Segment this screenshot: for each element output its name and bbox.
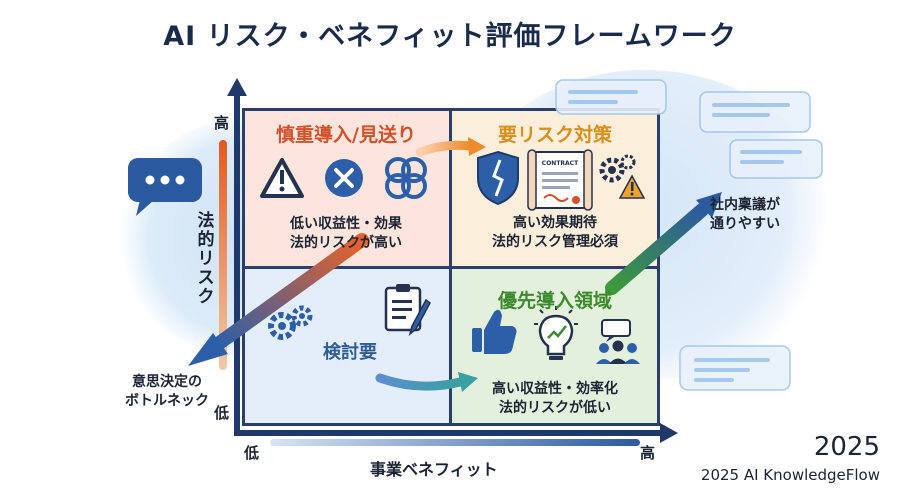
bottleneck-annotation: 意思決定の ボトルネック: [112, 373, 222, 411]
contract-document-icon: [527, 149, 593, 211]
orange-arrow-to-risk-measure: [415, 137, 486, 157]
broken-shield-icon: [477, 150, 519, 206]
desc-line: 法的リスクが高い: [290, 235, 402, 251]
quadrant-title-cautious: 慎重導入/見送り: [276, 124, 416, 146]
blue-arrow-to-priority: [375, 372, 478, 392]
x-axis-title: 事業ベネフィット: [370, 460, 498, 479]
y-axis-low-label: 低: [214, 404, 230, 422]
matrix-divider-horizontal: [242, 266, 660, 269]
team-discussion-icon: [596, 319, 640, 364]
annotation-line: ボトルネック: [125, 393, 209, 409]
y-axis-arrowhead: [227, 78, 247, 96]
chat-bubble-icon-left: [128, 158, 202, 216]
x-axis-arrowhead: [660, 423, 678, 443]
y-axis-title-char: 法: [197, 211, 215, 231]
x-axis-line: [236, 430, 662, 436]
lightbulb-growth-icon: [534, 306, 578, 360]
desc-line: 高い収益性・効率化: [492, 381, 618, 397]
annotation-line: 意思決定の: [132, 374, 202, 390]
y-axis-title-char: 的: [197, 230, 215, 250]
y-axis: [219, 78, 247, 436]
bottleneck-arrow: [188, 233, 369, 366]
quadrant-title-priority: 優先導入領域: [497, 290, 612, 312]
quadrant-desc-cautious: 低い収益性・効果 法的リスクが高い: [242, 215, 450, 253]
x-axis-gradient-bar: [270, 439, 640, 446]
y-axis-title-char: リ: [197, 249, 215, 269]
desc-line: 高い効果期待: [513, 215, 597, 231]
warning-icon: [260, 158, 304, 198]
y-axis-title-char: ク: [197, 287, 215, 307]
quadrant-desc-risk-measures: 高い効果期待 法的リスク管理必須: [450, 214, 660, 252]
quadrant-title-risk-measures: 要リスク対策: [497, 124, 612, 146]
y-axis-gradient-bar: [219, 140, 227, 370]
contract-label: CONTRACT: [542, 160, 579, 167]
quadrant-title-review: 検討要: [323, 342, 377, 363]
gear-warning-icon: [599, 154, 646, 199]
checklist-pencil-icon: [384, 284, 431, 337]
quadrant-desc-priority: 高い収益性・効率化 法的リスクが低い: [450, 380, 660, 418]
annotation-line: 社内稟議が: [710, 197, 780, 213]
tangled-knot-icon: [385, 157, 427, 199]
approval-arrow: [605, 192, 722, 295]
thumbs-up-icon: [472, 309, 517, 354]
x-axis: [236, 423, 678, 446]
credit-label: 2025 AI KnowledgeFlow: [700, 466, 880, 484]
annotation-line: 通りやすい: [710, 216, 780, 232]
desc-line: 低い収益性・効果: [290, 216, 402, 232]
desc-line: 法的リスクが低い: [499, 400, 611, 416]
y-axis-high-label: 高: [214, 114, 230, 132]
year-label: 2025: [813, 432, 880, 462]
approval-annotation: 社内稟議が 通りやすい: [710, 196, 810, 234]
page-title: AI リスク・ベネフィット評価フレームワーク: [163, 21, 737, 52]
chat-panels-icon-right: [555, 79, 823, 391]
x-axis-high-label: 高: [640, 444, 656, 462]
y-axis-title: 法的リスク: [195, 212, 217, 307]
y-axis-line: [234, 92, 240, 436]
y-axis-title-char: ス: [197, 268, 215, 288]
x-axis-low-label: 低: [244, 444, 260, 462]
gears-icon: [268, 305, 313, 340]
desc-line: 法的リスク管理必須: [492, 234, 618, 250]
x-circle-icon: [325, 159, 363, 197]
